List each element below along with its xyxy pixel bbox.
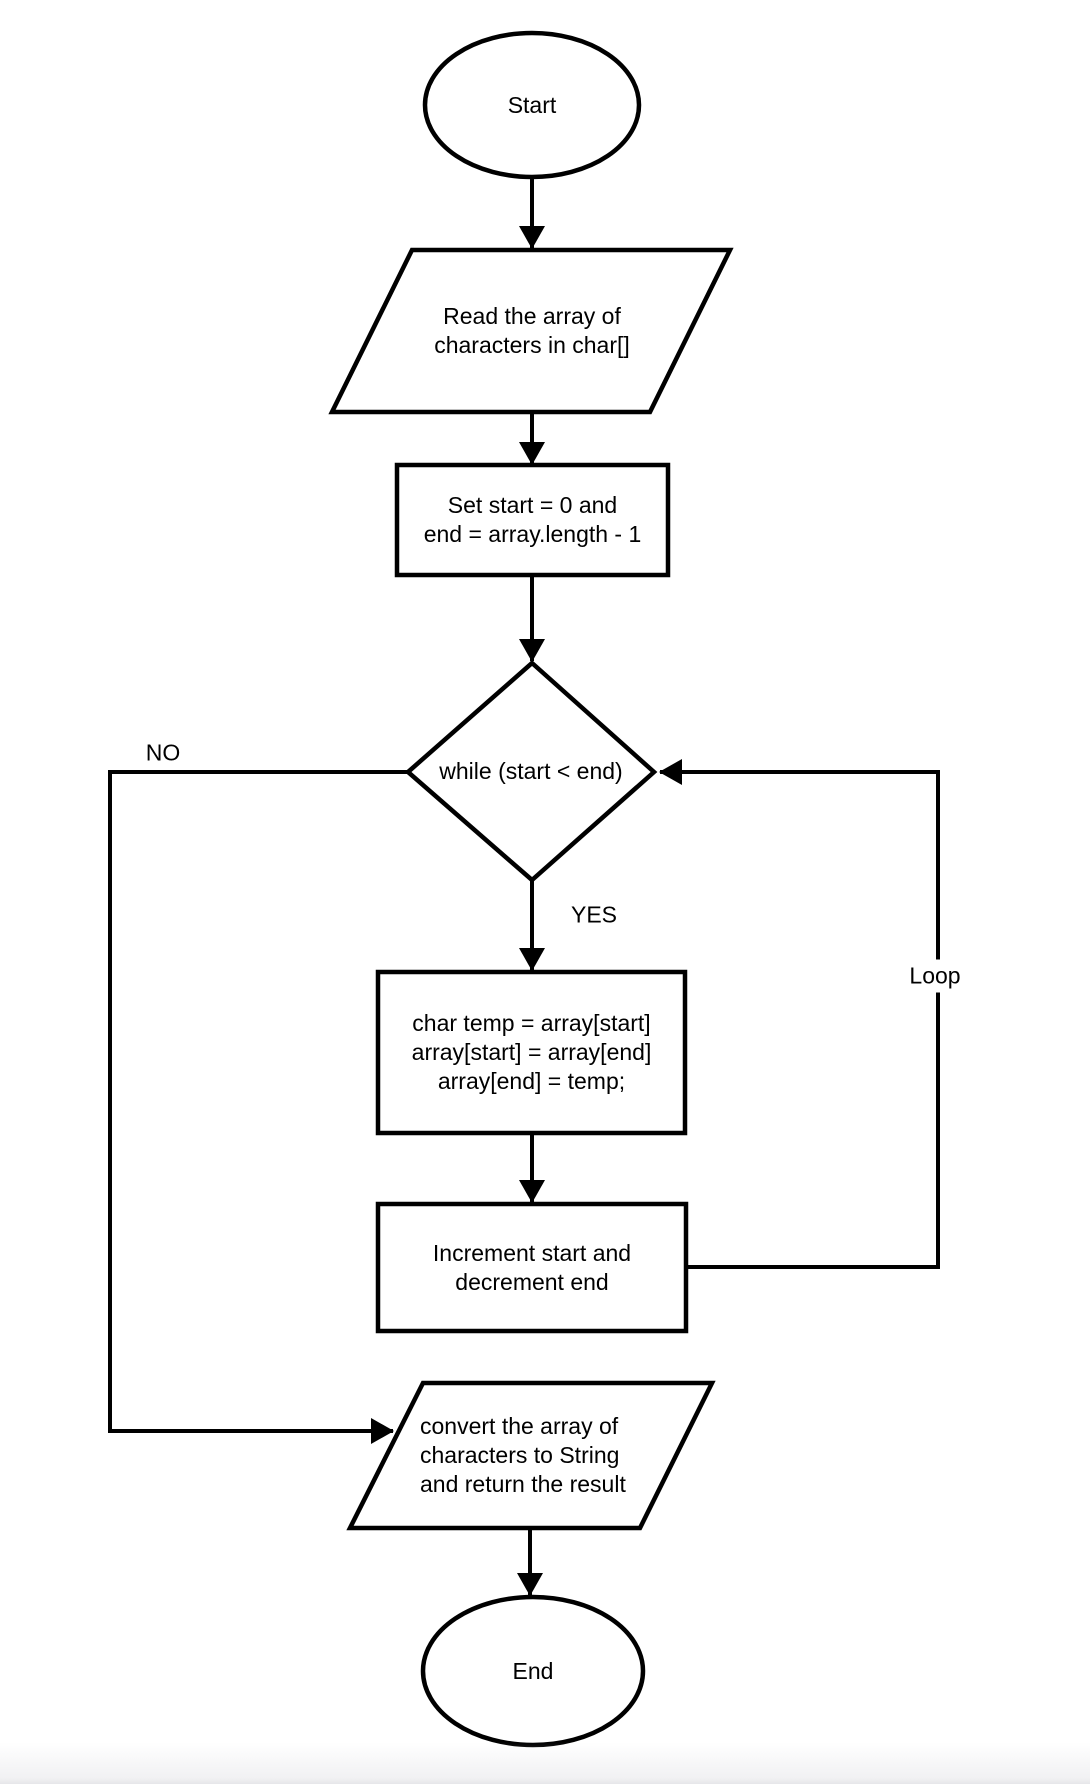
edge-condition-no-to-convert — [108, 770, 407, 1444]
while-decision-diamond — [404, 659, 658, 883]
read-input-label: Read the array of characters in char[] — [434, 303, 630, 358]
increment-process-rect — [375, 1201, 689, 1334]
init-process-rect — [394, 462, 671, 578]
read-input-parallelogram — [328, 247, 734, 415]
start-label: Start — [507, 91, 557, 118]
start-terminator-ellipse — [422, 30, 642, 180]
convert-output-label: convert the array of characters to Strin… — [420, 1413, 626, 1497]
increment-process-label: Increment start and decrement end — [432, 1239, 632, 1295]
convert-output-parallelogram — [346, 1380, 716, 1531]
edge-loop-back-to-condition — [659, 759, 940, 1269]
end-label: End — [512, 1657, 554, 1684]
yes-edge-label: YES — [570, 901, 618, 928]
init-process-label: Set start = 0 and end = array.length - 1 — [423, 492, 642, 547]
while-decision-label: while (start < end) — [439, 758, 623, 784]
swap-process-rect — [375, 969, 688, 1136]
no-edge-label: NO — [145, 739, 181, 766]
loop-edge-label: Loop — [904, 959, 966, 993]
swap-process-label: char temp = array[start] array[start] = … — [411, 1010, 652, 1094]
